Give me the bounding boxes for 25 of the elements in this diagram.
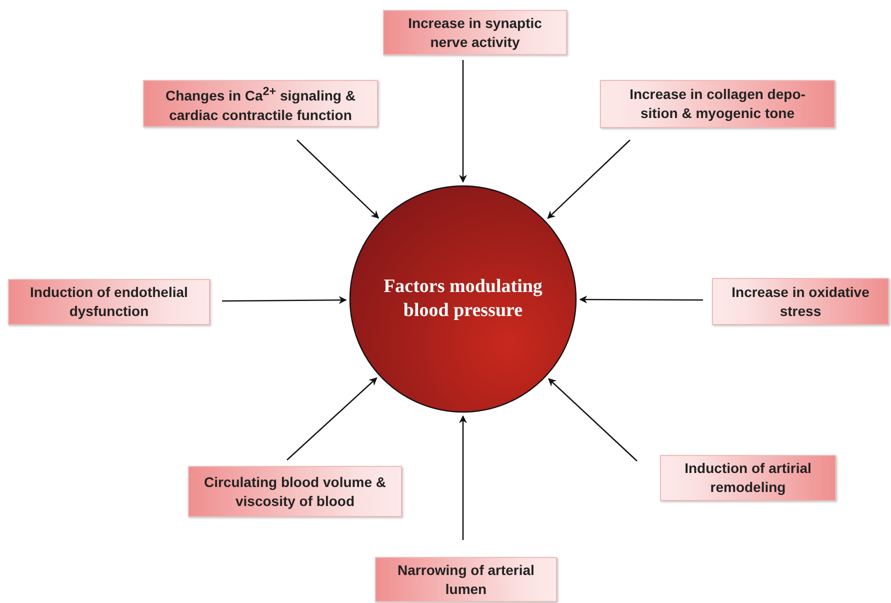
- factor-label: Circulating blood volume & viscosity of blood: [202, 472, 387, 511]
- factor-label: Increase in collagen depo-sition & myogenic tone: [628, 85, 806, 123]
- factor-box: [143, 80, 378, 127]
- arrow: [579, 296, 703, 304]
- arrow: [286, 377, 378, 460]
- factor-box: [8, 279, 210, 325]
- factor-box: [383, 10, 567, 55]
- arrow: [547, 140, 630, 219]
- factor-box: [660, 455, 836, 501]
- factor-box: [188, 466, 402, 517]
- arrow: [296, 140, 380, 219]
- arrow: [459, 60, 467, 183]
- factor-label: Induction of artirial remodeling: [684, 459, 812, 497]
- factor-box: [375, 557, 557, 602]
- factor-label: Narrowing of arterial lumen: [396, 560, 536, 598]
- factor-label: Increase in synaptic nerve activity: [407, 14, 543, 52]
- factor-label: Induction of endothelial dysfunction: [29, 283, 189, 321]
- factor-label: Changes in Ca$^{2+}$ signaling & cardiac contractile function: [164, 84, 356, 125]
- factor-box: [600, 80, 835, 128]
- circle-label: Factors modulating blood pressure: [382, 275, 544, 323]
- factor-label: Increase in oxidative stress: [730, 282, 870, 320]
- arrow: [459, 415, 467, 540]
- arrow: [222, 296, 347, 304]
- arrow: [548, 378, 638, 462]
- factor-box: [712, 278, 889, 325]
